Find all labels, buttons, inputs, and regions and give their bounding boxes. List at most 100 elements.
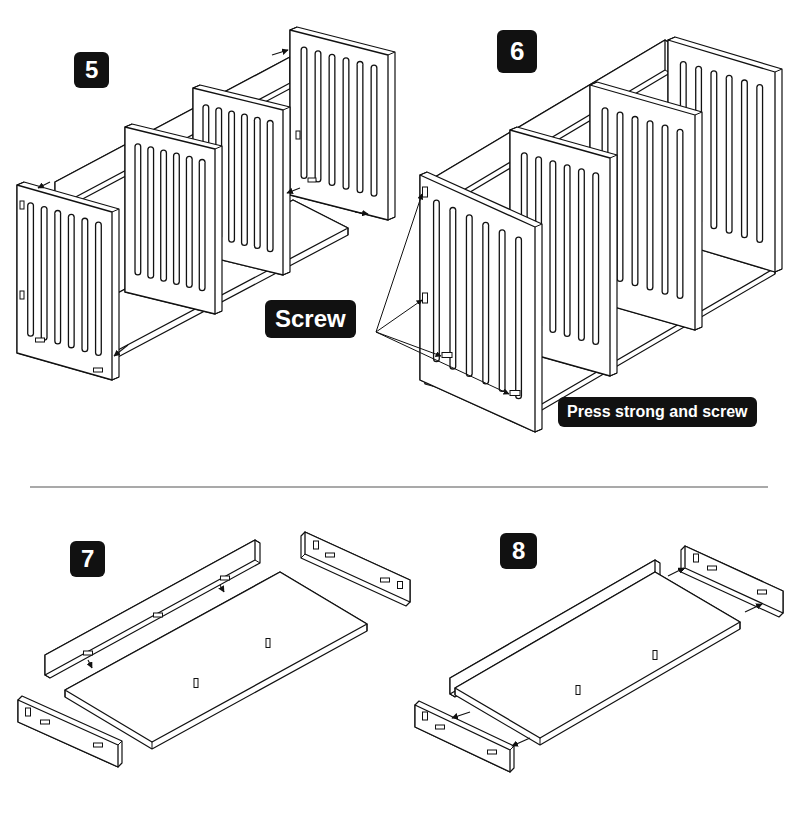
slot — [357, 64, 364, 189]
board-edge — [695, 327, 702, 330]
leader-line — [376, 194, 422, 332]
slot — [81, 221, 88, 349]
callout-label: Screw — [265, 300, 356, 338]
slot — [727, 78, 731, 230]
slot — [565, 168, 569, 334]
slot — [54, 213, 61, 341]
board-face — [290, 30, 388, 220]
leader-line — [376, 332, 441, 356]
screw-hole — [758, 590, 767, 594]
screw-hole — [653, 651, 657, 660]
screw-hole — [314, 541, 319, 549]
insert-arrow — [668, 568, 684, 576]
slot — [434, 203, 438, 359]
board-edge — [125, 124, 222, 314]
insert-arrow — [512, 738, 530, 746]
step-8-illustration — [415, 546, 783, 772]
board-edge — [112, 209, 119, 212]
slot — [147, 150, 154, 275]
screw-hole — [436, 725, 445, 729]
board-edge — [215, 146, 222, 149]
slot — [344, 61, 348, 186]
board-edge — [779, 613, 783, 617]
slot — [758, 87, 762, 239]
screw-hole — [296, 131, 300, 139]
board-edge — [290, 27, 297, 30]
board-edge — [415, 701, 514, 772]
slot — [466, 218, 473, 374]
slot — [241, 117, 248, 242]
slot — [712, 74, 716, 226]
board-edge — [255, 540, 260, 543]
slot — [27, 206, 34, 334]
slot — [83, 221, 87, 349]
slot — [69, 217, 73, 345]
board-edge — [290, 27, 395, 220]
slot — [149, 150, 153, 275]
board-edge — [510, 746, 514, 750]
slot — [228, 114, 235, 239]
slot — [229, 114, 233, 239]
step-number: 5 — [74, 52, 109, 88]
board-edge — [415, 701, 419, 705]
slot — [579, 172, 583, 338]
board-face — [415, 705, 510, 772]
slot — [449, 210, 456, 366]
slot — [578, 172, 585, 338]
slot — [594, 176, 598, 342]
screw-hole — [94, 743, 103, 747]
slot — [467, 218, 471, 374]
insert-arrow — [220, 585, 224, 592]
board-edge — [655, 560, 660, 563]
slot — [516, 240, 520, 396]
slot — [242, 117, 246, 242]
board-edge — [45, 675, 50, 678]
insert-arrow — [452, 712, 470, 718]
board-edge — [775, 69, 782, 72]
screw-hole — [266, 639, 270, 648]
slot — [482, 225, 489, 381]
slot — [41, 210, 48, 338]
slot — [648, 124, 652, 287]
screw-hole — [423, 293, 428, 303]
slot — [372, 68, 376, 193]
board-edge — [301, 554, 305, 558]
step-number: 7 — [70, 541, 105, 577]
screw-hole — [381, 578, 390, 582]
slot — [358, 64, 362, 189]
slot — [433, 203, 440, 359]
board-face — [305, 532, 410, 602]
screw-hole — [221, 576, 230, 580]
board-edge — [193, 85, 200, 88]
board-face — [125, 127, 215, 314]
board-edge — [590, 82, 597, 85]
board-edge — [65, 690, 66, 697]
node-text: 5 — [85, 56, 98, 84]
board-edge — [695, 112, 702, 115]
board-edge — [455, 688, 456, 695]
board-edge — [420, 172, 542, 432]
slot — [173, 156, 180, 281]
board-edge — [388, 52, 395, 55]
screw-hole — [423, 712, 428, 720]
screw-hole — [488, 750, 497, 754]
slot — [56, 213, 60, 341]
board-edge — [455, 572, 740, 745]
slot — [95, 225, 102, 353]
screw-hole — [84, 651, 93, 655]
slot — [42, 210, 46, 338]
slot — [136, 147, 140, 272]
step-number: 6 — [497, 30, 537, 73]
board-edge — [367, 624, 368, 631]
screw-leader-lines — [376, 194, 509, 394]
board-edge — [18, 696, 22, 700]
slot — [549, 164, 556, 330]
board-edge — [510, 127, 517, 130]
slot — [200, 162, 204, 287]
slot — [255, 120, 259, 245]
slot — [633, 119, 637, 282]
board-edge — [610, 155, 617, 158]
board-edge — [125, 124, 132, 127]
screw-hole — [576, 686, 580, 695]
board-edge — [65, 572, 367, 749]
